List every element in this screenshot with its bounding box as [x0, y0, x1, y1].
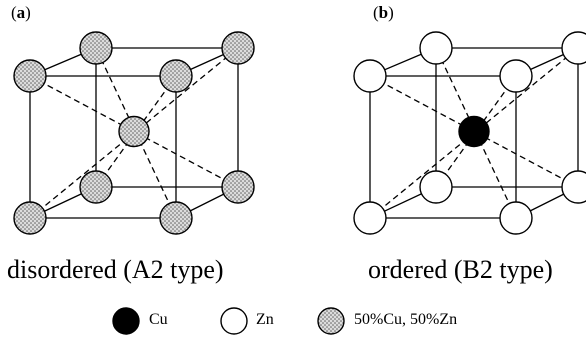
- panel-a-disordered-lattice: [13, 31, 255, 235]
- corner-atom: [221, 170, 255, 204]
- zn-legend-icon: [220, 307, 248, 335]
- panel-b-label-open: (: [373, 3, 379, 22]
- corner-atom: [499, 59, 533, 93]
- corner-atom: [159, 201, 193, 235]
- zn-legend-label: Zn: [256, 311, 274, 328]
- corner-atom: [353, 201, 387, 235]
- corner-atom: [561, 31, 586, 65]
- center-atom: [118, 115, 150, 148]
- corner-atom: [419, 31, 453, 65]
- center-atom: [458, 115, 490, 148]
- panel-a-label: (a): [11, 3, 31, 23]
- legend-icons: [112, 307, 345, 335]
- body-diagonal: [95, 75, 177, 188]
- panel-b-label: (b): [373, 3, 394, 23]
- panel-b-ordered-lattice: [353, 31, 586, 235]
- corner-atom: [13, 201, 47, 235]
- corner-atom: [13, 59, 47, 93]
- corner-atom: [79, 31, 113, 65]
- panel-a-label-open: (: [11, 3, 17, 22]
- mixed-legend-icon: [317, 307, 345, 335]
- corner-atom: [419, 170, 453, 204]
- mixed-legend-label: 50%Cu, 50%Zn: [354, 311, 458, 328]
- panel-b-label-close: ): [388, 3, 394, 22]
- panel-b-label-letter: b: [378, 3, 389, 22]
- corner-atom: [221, 31, 255, 65]
- panel-a-caption: disordered (A2 type): [7, 255, 224, 284]
- cu-legend-label: Cu: [149, 311, 168, 328]
- corner-atom: [561, 170, 586, 204]
- corner-atom: [159, 59, 193, 93]
- corner-atom: [499, 201, 533, 235]
- corner-atom: [79, 170, 113, 204]
- cu-legend-icon: [112, 307, 140, 335]
- body-diagonal: [435, 75, 517, 188]
- panel-b-caption: ordered (B2 type): [368, 255, 553, 284]
- corner-atom: [353, 59, 387, 93]
- panel-a-label-letter: a: [16, 3, 26, 22]
- panel-a-label-close: ): [25, 3, 31, 22]
